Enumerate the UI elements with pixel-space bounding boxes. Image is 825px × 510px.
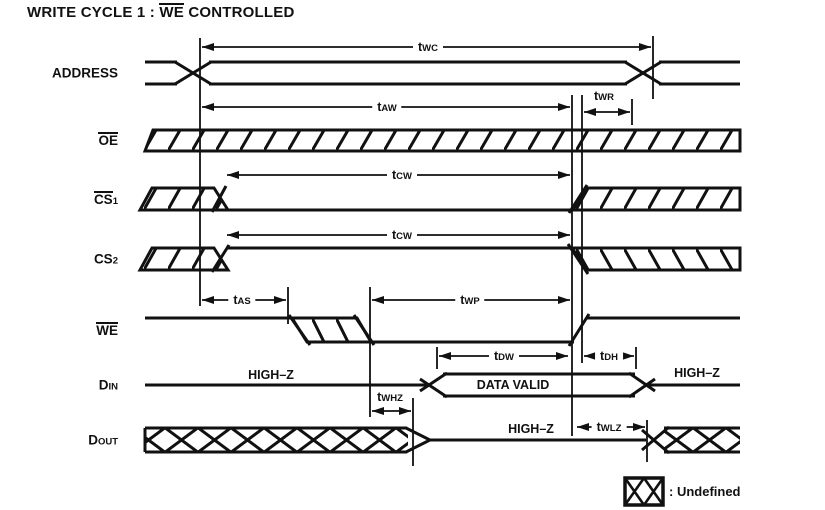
- tcw2-label: tCW: [387, 228, 417, 242]
- din-highz-right-label: HIGH–Z: [674, 366, 720, 380]
- title-we-overlined: WE: [159, 3, 184, 21]
- twlz-label: tWLZ: [591, 420, 627, 434]
- legend-undefined-label: : Undefined: [669, 484, 741, 499]
- twhz-label: tWHZ: [377, 390, 403, 404]
- dout-undefined-right: [664, 428, 740, 452]
- cs1-transition-mark-left: [210, 185, 228, 213]
- signal-label-address: ADDRESS: [51, 65, 118, 81]
- cs2-dontcare-right: [569, 246, 742, 272]
- cs2-dontcare-left: [137, 246, 231, 272]
- dout-taper-close: [405, 426, 434, 454]
- address-waveform: [145, 60, 740, 86]
- din-waveform: [145, 371, 740, 399]
- din-valid-band: [443, 372, 635, 398]
- we-fall-late: [352, 314, 376, 346]
- address-crossover-right: [624, 60, 662, 86]
- signal-label-cs2: CS2: [93, 251, 118, 267]
- data-valid-label: DATA VALID: [476, 378, 550, 392]
- undefined-legend-swatch: [623, 476, 665, 507]
- dout-highz-label: HIGH–Z: [508, 422, 554, 436]
- tcw1-label: tCW: [387, 168, 417, 182]
- dout-undefined-right-border: [664, 426, 740, 454]
- legend-crosshatch-icon: [623, 477, 665, 506]
- signal-label-dout: DOUT: [88, 432, 118, 448]
- dout-undefined-left-border: [143, 426, 407, 454]
- twr-label: tWR: [594, 89, 614, 103]
- twp-label: tWP: [455, 293, 485, 307]
- dout-undefined-left: [145, 428, 408, 452]
- cs1-waveform: [137, 184, 742, 214]
- legend-box: [623, 476, 665, 507]
- dout-waveform: [143, 425, 740, 455]
- tdh-label: tDH: [595, 349, 623, 363]
- address-bus-lines: [145, 60, 740, 86]
- page-title: WRITE CYCLE 1 : WE CONTROLLED: [27, 3, 294, 21]
- oe-dontcare-band: [142, 128, 742, 153]
- din-bus-open: [419, 371, 448, 399]
- twc-label: tWC: [413, 40, 443, 54]
- we-waveform: [145, 313, 740, 347]
- title-suffix: CONTROLLED: [183, 4, 295, 21]
- we-rise: [567, 313, 591, 347]
- oe-waveform: [142, 128, 742, 153]
- din-highz-left-label: HIGH–Z: [248, 368, 294, 382]
- cs2-waveform: [137, 243, 742, 275]
- we-fall-early: [287, 314, 312, 346]
- tdw-label: tDW: [489, 349, 519, 363]
- title-prefix: WRITE CYCLE 1 :: [27, 4, 160, 21]
- signal-label-din: DIN: [98, 377, 118, 393]
- signal-label-oe: OE: [98, 132, 118, 148]
- signal-label-we: WE: [96, 322, 118, 338]
- tas-label: tAS: [228, 293, 256, 307]
- din-bus-close: [628, 371, 656, 399]
- signal-label-cs1: CS1: [93, 191, 118, 207]
- taw-label: tAW: [372, 100, 402, 114]
- address-crossover-left: [174, 60, 212, 86]
- cs1-dontcare-right: [570, 186, 742, 212]
